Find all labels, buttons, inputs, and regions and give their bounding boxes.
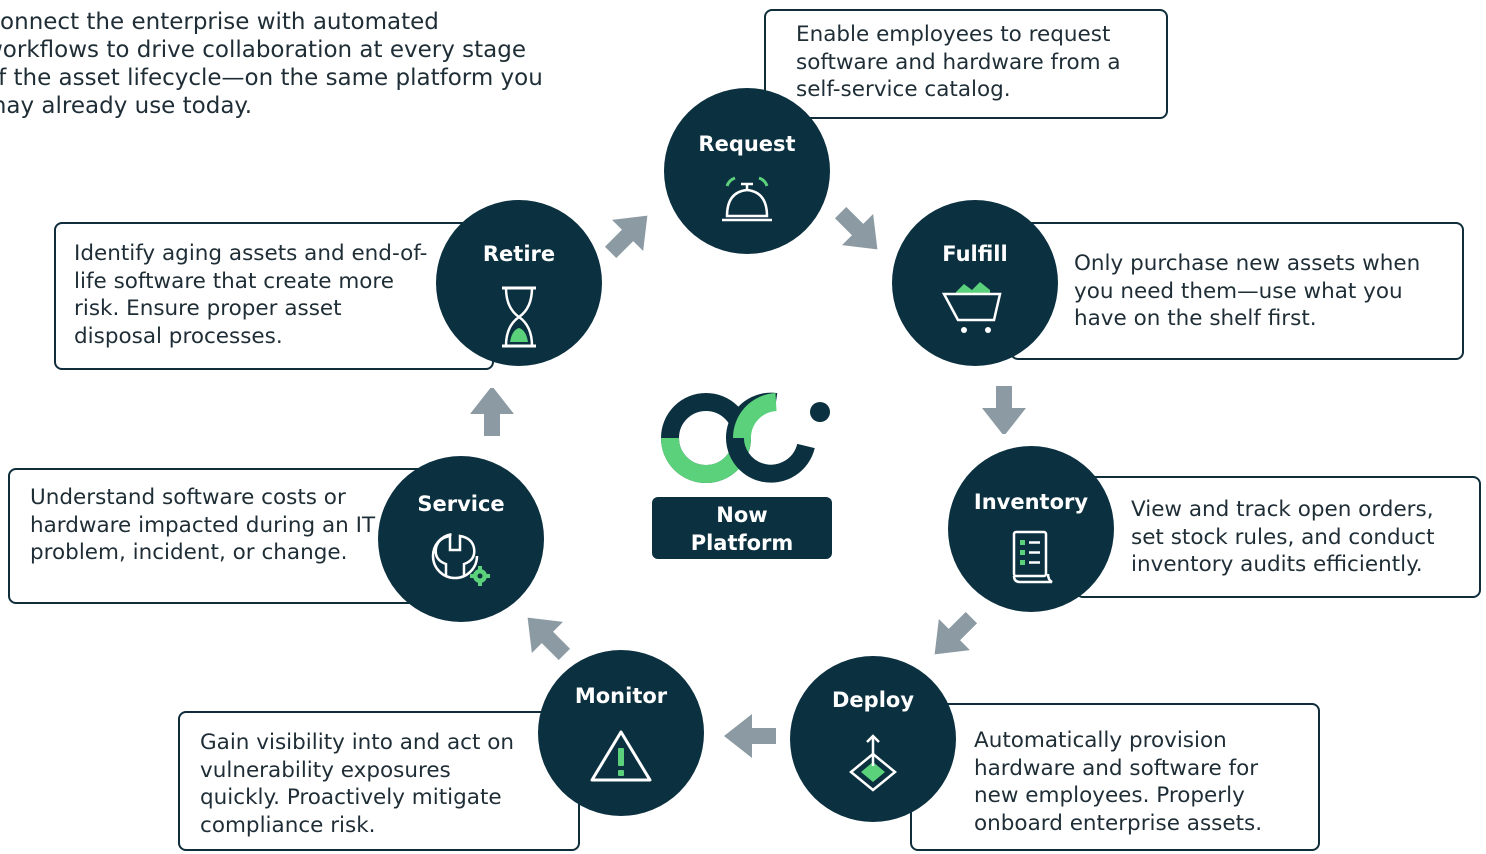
fulfill-node: Fulfill xyxy=(892,200,1058,366)
inventory-card: View and track open orders, set stock ru… xyxy=(1075,476,1481,598)
arrow-inventory-to-deploy xyxy=(934,612,978,655)
service-description: Understand software costs or hardware im… xyxy=(30,485,376,565)
request-node: Request xyxy=(664,88,830,254)
inventory-node: Inventory xyxy=(948,446,1114,612)
monitor-label: Monitor xyxy=(574,684,668,708)
now-platform-line1: Now xyxy=(716,503,768,527)
now-platform-line2: Platform xyxy=(690,531,794,555)
hourglass-icon xyxy=(502,286,536,348)
wrench-gear-icon xyxy=(431,532,490,586)
arrow-monitor-to-service xyxy=(527,617,571,660)
now-platform-label: Now Platform xyxy=(652,497,832,559)
service-card: Understand software costs or hardware im… xyxy=(8,468,438,604)
request-description: Enable employees to request software and… xyxy=(796,22,1121,102)
deploy-description: Automatically provision hardware and sof… xyxy=(974,728,1263,836)
inventory-label: Inventory xyxy=(973,490,1089,514)
intro-text: Connect the enterprise with automated wo… xyxy=(0,9,543,119)
monitor-node: Monitor xyxy=(538,650,704,816)
inventory-description: View and track open orders, set stock ru… xyxy=(1131,497,1435,577)
arrow-request-to-fulfill xyxy=(834,207,878,250)
service-node: Service xyxy=(378,456,544,622)
warning-triangle-icon xyxy=(590,730,652,782)
service-bell-icon xyxy=(722,176,772,222)
fulfill-card: Only purchase new assets when you need t… xyxy=(1010,222,1464,360)
shopping-cart-icon xyxy=(941,282,1002,333)
service-label: Service xyxy=(417,492,505,516)
retire-card: Identify aging assets and end-of-life so… xyxy=(54,222,494,370)
monitor-card: Gain visibility into and act on vulnerab… xyxy=(178,711,580,851)
checklist-icon xyxy=(1012,530,1053,584)
request-label: Request xyxy=(698,132,796,156)
arrow-service-to-retire xyxy=(470,388,514,436)
arrow-deploy-to-monitor xyxy=(724,714,776,758)
retire-label: Retire xyxy=(482,242,556,266)
retire-description: Identify aging assets and end-of-life so… xyxy=(74,241,428,349)
monitor-description: Gain visibility into and act on vulnerab… xyxy=(200,730,515,838)
deploy-diamond-icon xyxy=(849,734,897,792)
arrow-retire-to-request xyxy=(604,215,648,258)
request-card: Enable employees to request software and… xyxy=(764,9,1168,119)
fulfill-label: Fulfill xyxy=(942,242,1008,266)
deploy-label: Deploy xyxy=(831,688,915,712)
arrow-fulfill-to-inventory xyxy=(982,386,1026,434)
deploy-card: Automatically provision hardware and sof… xyxy=(910,703,1320,851)
now-platform-logo xyxy=(661,392,830,483)
fulfill-description: Only purchase new assets when you need t… xyxy=(1074,251,1421,331)
deploy-node: Deploy xyxy=(790,656,956,822)
retire-node: Retire xyxy=(436,200,602,366)
